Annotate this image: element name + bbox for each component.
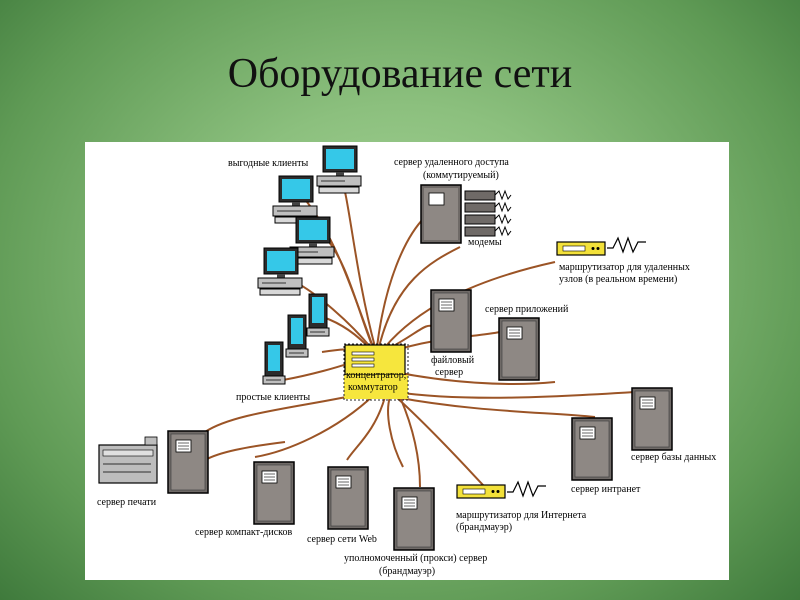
database-server-icon	[631, 387, 673, 451]
label-internet-router: маршрутизатор для Интернета	[456, 510, 587, 521]
label-remote-router-sub: узлов (в реальном времени)	[559, 274, 678, 285]
label-proxy-server-sub: (брандмауэр)	[379, 566, 436, 577]
label-remote-router: маршрутизатор для удаленных	[559, 262, 690, 273]
label-file-server-sub: сервер	[435, 367, 464, 378]
simple-client-terminals	[262, 293, 330, 385]
hub-switch-icon	[343, 343, 409, 401]
label-proxy-server: уполномоченный (прокси) сервер	[344, 553, 488, 564]
internet-router-icon	[456, 480, 546, 499]
cd-server-icon	[253, 461, 295, 525]
label-web-server: сервер сети Web	[307, 534, 377, 545]
label-cd-server: сервер компакт-дисков	[195, 527, 293, 538]
slide-title: Оборудование сети	[227, 51, 573, 97]
label-remote-access-server: сервер удаленного доступа	[394, 157, 509, 168]
label-power-clients: выгодные клиенты	[228, 158, 309, 169]
label-print-server: сервер печати	[97, 497, 157, 508]
label-hub: концентратор,	[346, 370, 407, 381]
label-file-server: файловый	[431, 355, 475, 366]
print-server-icon	[167, 430, 209, 494]
label-application-server: сервер приложений	[485, 304, 569, 315]
label-hub-sub: коммутатор	[348, 382, 398, 393]
modem-stack-icon	[464, 189, 512, 237]
web-server-icon	[327, 466, 369, 530]
network-cables	[204, 171, 636, 488]
label-internet-router-sub: (брандмауэр)	[456, 522, 513, 533]
application-server-icon	[498, 317, 540, 381]
label-modems: модемы	[468, 237, 502, 248]
printer-icon	[98, 436, 158, 484]
remote-router-icon	[556, 236, 646, 256]
file-server-icon	[430, 289, 472, 353]
label-simple-clients: простые клиенты	[236, 392, 311, 403]
label-remote-access-server-sub: (коммутируемый)	[423, 170, 499, 181]
remote-access-server-icon	[420, 184, 462, 244]
intranet-server-icon	[571, 417, 613, 481]
network-diagram	[98, 145, 673, 551]
label-database-server: сервер базы данных	[631, 452, 717, 463]
label-intranet-server: сервер интранет	[571, 484, 641, 495]
network-diagram-panel: выгодные клиенты сервер удаленного досту…	[85, 142, 729, 580]
proxy-server-icon	[393, 487, 435, 551]
